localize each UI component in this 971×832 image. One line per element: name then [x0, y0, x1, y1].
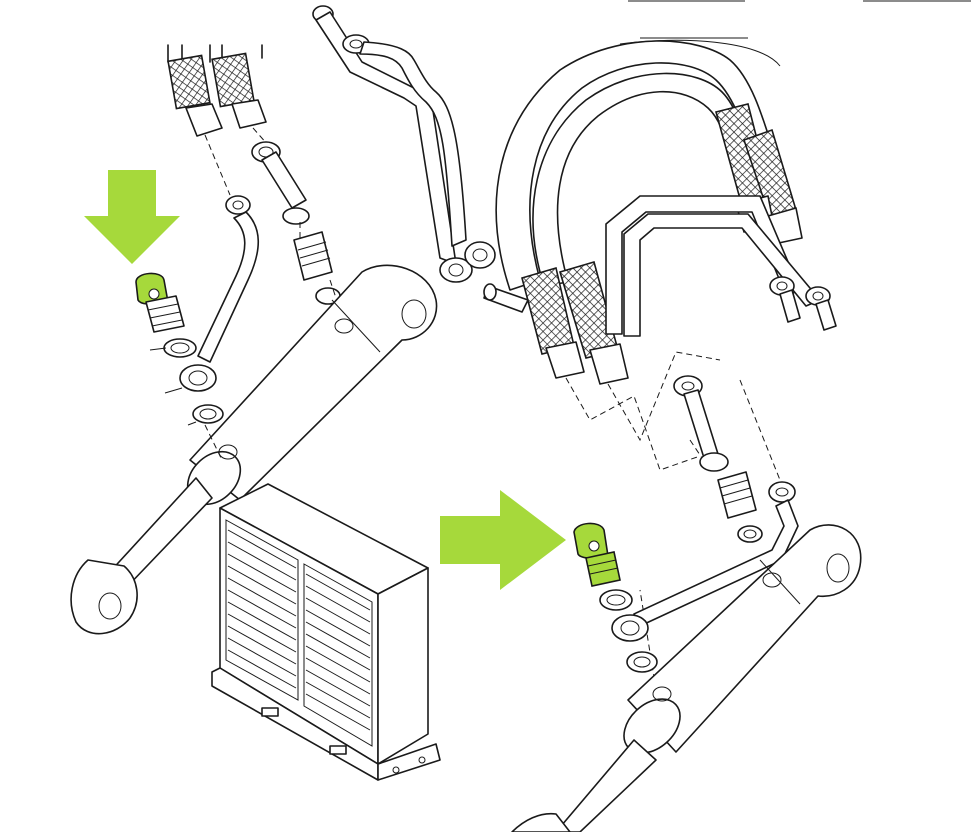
steel-pipe-right: [633, 481, 799, 627]
hydraulic-cylinder-left: [70, 264, 438, 635]
cooler-fins: [227, 529, 371, 731]
steel-pipe-s-bend: [312, 5, 496, 283]
arrow-right-icon: [440, 490, 566, 590]
sealing-washers-left: [149, 338, 224, 426]
hydraulic-cylinder-right: [511, 524, 862, 832]
arrow-down-icon: [84, 170, 180, 264]
adaptor-fitting-right: [673, 375, 763, 543]
adaptor-fitting-left: [251, 141, 346, 326]
sealing-washers-right: [599, 589, 658, 673]
braided-hose-left-pair: [167, 44, 269, 196]
braided-hose-u-bend: [495, 37, 803, 385]
banjo-bolt-left[interactable]: [135, 272, 185, 333]
banjo-bolt-right[interactable]: [573, 522, 621, 587]
oil-cooler: [211, 483, 441, 781]
steel-pipe-left: [197, 195, 259, 363]
steel-pipe-right-bends: [483, 195, 837, 337]
